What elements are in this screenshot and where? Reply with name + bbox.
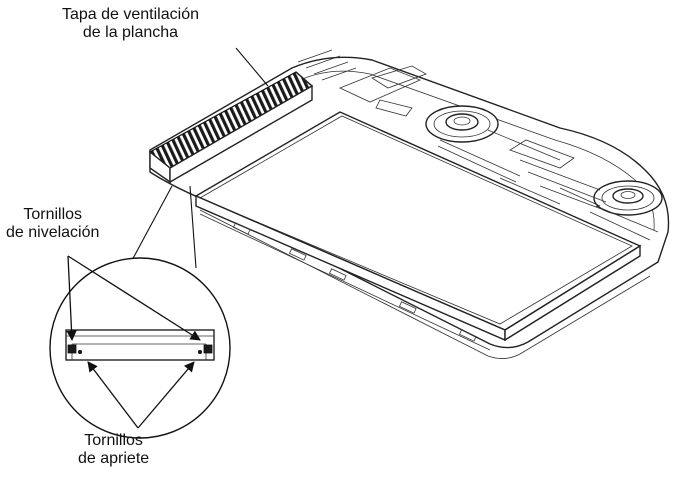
griddle-vent-cover xyxy=(148,71,314,184)
leveling-screw-arrow-left xyxy=(66,255,77,342)
leveling-screws-label-line1: Tornillos xyxy=(23,206,83,223)
grate-lines xyxy=(499,159,621,217)
tightening-screws-label-line1: Tornillos xyxy=(84,432,143,449)
burner-right xyxy=(559,180,663,241)
griddle-side-rail xyxy=(199,213,491,351)
leveling-screws-label-line2: de nivelación xyxy=(6,224,100,241)
tightening-screws-label: Tornillos de apriete xyxy=(78,432,149,468)
zoom-line-right xyxy=(189,185,197,269)
leveling-screws-label: Tornillos de nivelación xyxy=(6,206,99,242)
rear-slots xyxy=(297,49,427,117)
vent-cover-label-line1: Tapa de ventilación xyxy=(62,6,199,23)
griddle-plate xyxy=(194,111,642,342)
leveling-screw-arrow-right xyxy=(67,255,201,341)
vent-cover-leader-line xyxy=(235,47,269,87)
tightening-screw-arrow-left xyxy=(87,361,139,429)
tightening-screws-label-line2: de apriete xyxy=(78,450,150,467)
vent-cover-label-line2: de la plancha xyxy=(82,24,179,41)
detail-magnifier xyxy=(49,257,231,439)
burner-rear xyxy=(425,105,575,183)
tightening-screw-arrow-right xyxy=(137,361,195,429)
zoom-line-left xyxy=(129,185,173,265)
vent-cover-label: Tapa de ventilación de la plancha xyxy=(62,6,199,42)
cooktop-front-edge xyxy=(199,209,651,359)
